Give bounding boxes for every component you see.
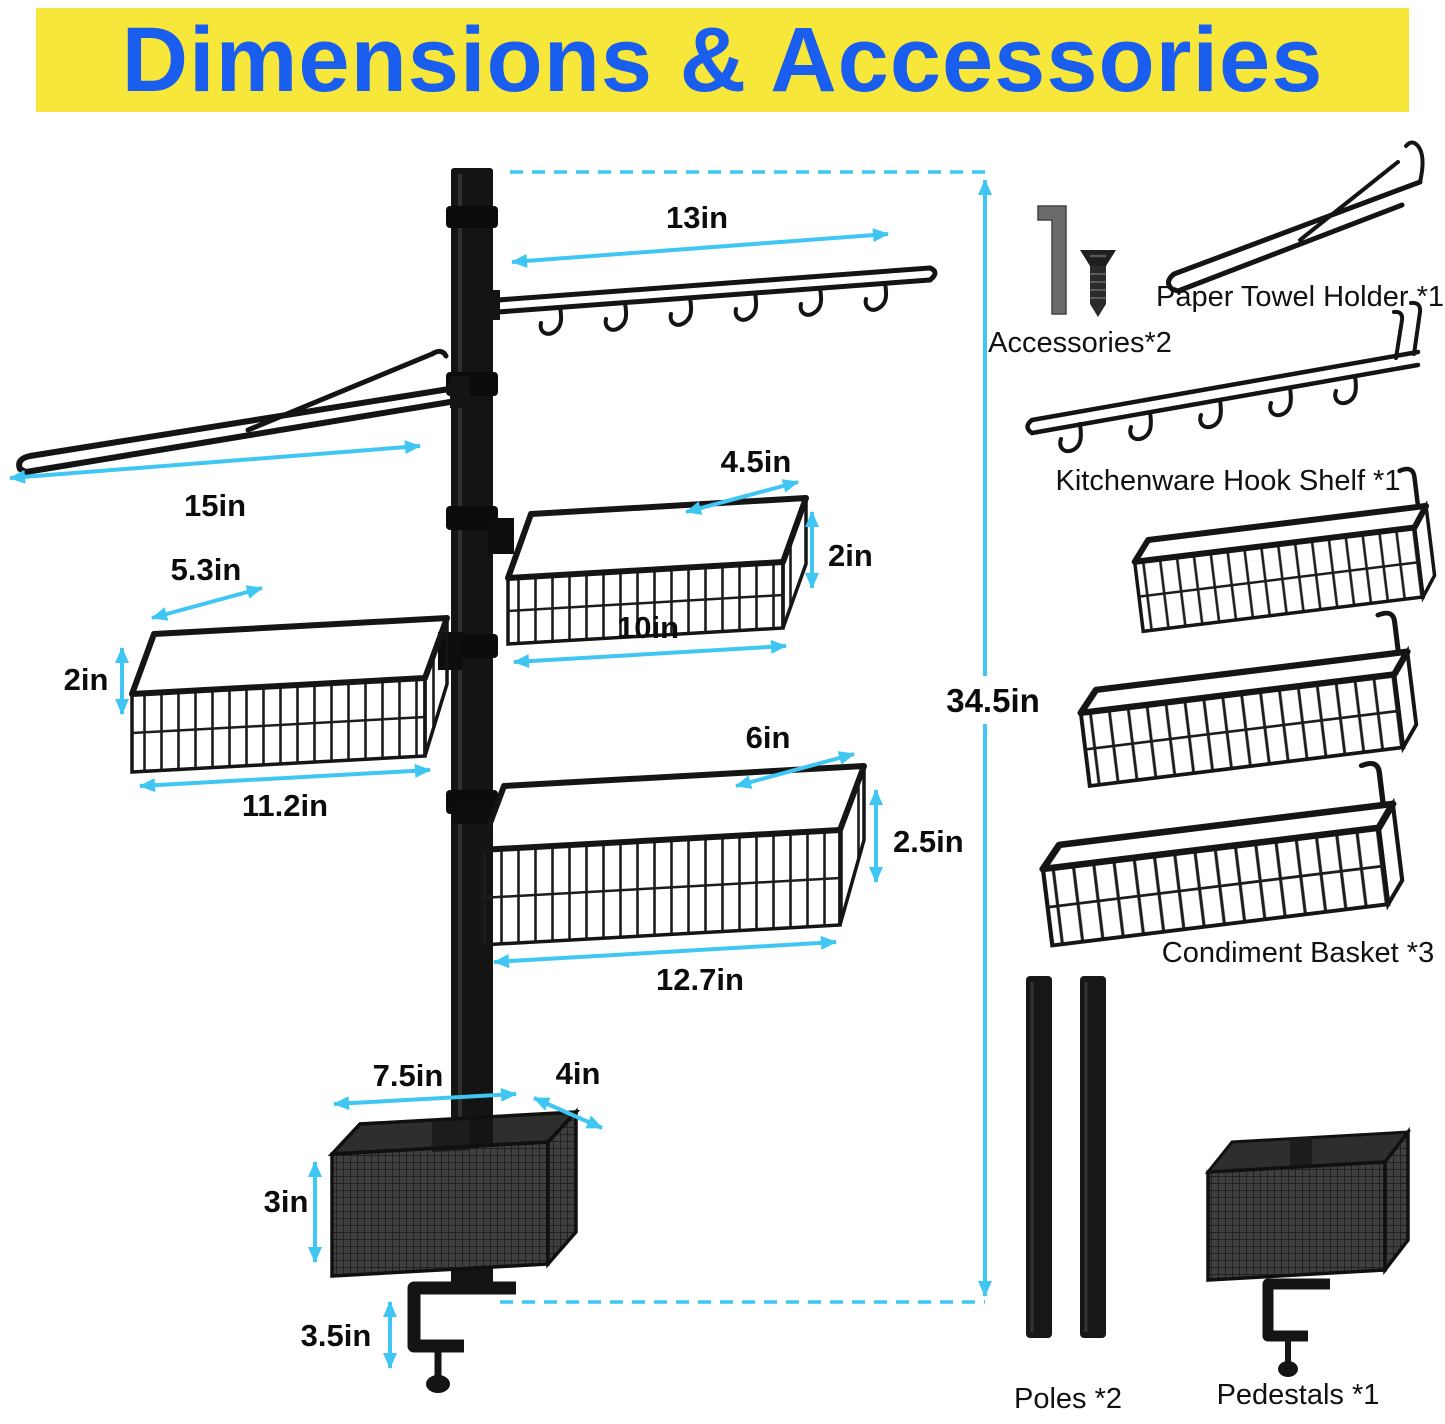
top-shelf-width-label: 13in bbox=[666, 200, 728, 235]
condiment-basket-label: Condiment Basket *3 bbox=[1162, 937, 1434, 969]
mesh-depth-label: 4in bbox=[556, 1056, 601, 1091]
total-height-label: 34.5in bbox=[946, 682, 1040, 719]
title-banner: Dimensions & Accessories bbox=[36, 8, 1409, 112]
mesh-width-label: 7.5in bbox=[373, 1058, 444, 1093]
basket1-depth-arrow bbox=[685, 479, 799, 515]
basket3-height-label: 2.5in bbox=[893, 824, 964, 859]
pole-icon-1 bbox=[1026, 976, 1052, 1338]
accessory-condiment-baskets: Condiment Basket *3 bbox=[1035, 467, 1437, 969]
overall-height-dimension: 34.5in bbox=[500, 170, 1052, 1304]
poles-label: Poles *2 bbox=[1014, 1383, 1122, 1415]
condiment-basket-3 bbox=[1035, 761, 1405, 945]
basket3-width-label: 12.7in bbox=[656, 962, 744, 997]
paper-towel-holder-label: Paper Towel Holder *1 bbox=[1156, 281, 1444, 313]
basket3-depth-arrow bbox=[735, 751, 855, 789]
basket2-depth-label: 5.3in bbox=[171, 552, 242, 587]
basket2-width-label: 11.2in bbox=[242, 788, 328, 823]
basket2-height-label: 2in bbox=[64, 662, 109, 697]
top-shelf-width-arrow bbox=[511, 228, 889, 268]
clamp-height-label: 3.5in bbox=[301, 1318, 372, 1353]
basket3-width-arrow bbox=[493, 935, 837, 969]
accessory-paper-towel-holder: Paper Towel Holder *1 bbox=[1156, 140, 1444, 313]
basket1-height-label: 2in bbox=[828, 538, 873, 573]
hook-shelf-label: Kitchenware Hook Shelf *1 bbox=[1056, 465, 1401, 497]
paper-towel-holder-arm bbox=[16, 348, 471, 475]
accessory-pedestal: Pedestals *1 bbox=[1204, 1126, 1412, 1411]
screw-icon bbox=[1080, 250, 1116, 317]
allen-key-icon bbox=[1037, 205, 1067, 315]
accessory-hook-shelf: Kitchenware Hook Shelf *1 bbox=[1025, 300, 1423, 497]
page-title: Dimensions & Accessories bbox=[121, 8, 1324, 111]
basket-2 bbox=[129, 615, 462, 774]
mesh-basket bbox=[327, 1107, 581, 1278]
towel-arm-length-label: 15in bbox=[184, 488, 246, 523]
basket-3 bbox=[452, 763, 867, 947]
pedestals-label: Pedestals *1 bbox=[1217, 1379, 1380, 1411]
mesh-width-arrow bbox=[333, 1087, 517, 1111]
basket1-width-arrow bbox=[513, 639, 787, 669]
basket-1 bbox=[488, 495, 809, 646]
towel-arm-length-arrow bbox=[9, 440, 421, 484]
accessories-label: Accessories*2 bbox=[988, 327, 1172, 359]
basket1-depth-label: 4.5in bbox=[721, 444, 792, 479]
mesh-height-label: 3in bbox=[264, 1184, 309, 1219]
basket2-depth-arrow bbox=[151, 585, 263, 621]
basket3-depth-label: 6in bbox=[746, 720, 791, 755]
mesh-depth-arrow bbox=[533, 1096, 603, 1130]
accessory-poles: Poles *2 bbox=[1014, 976, 1122, 1415]
condiment-basket-2 bbox=[1073, 611, 1419, 786]
pole-icon-2 bbox=[1080, 976, 1106, 1338]
basket2-width-arrow bbox=[139, 763, 431, 793]
basket1-width-label: 10in bbox=[617, 610, 679, 645]
desk-clamp bbox=[407, 1281, 516, 1393]
top-hook-shelf bbox=[484, 265, 938, 336]
dimension-annotations: 13in 15in 4.5in 2in 10in 5.3in 2in 11.2i… bbox=[9, 200, 964, 1369]
accessory-tools: Accessories*2 bbox=[988, 205, 1172, 359]
